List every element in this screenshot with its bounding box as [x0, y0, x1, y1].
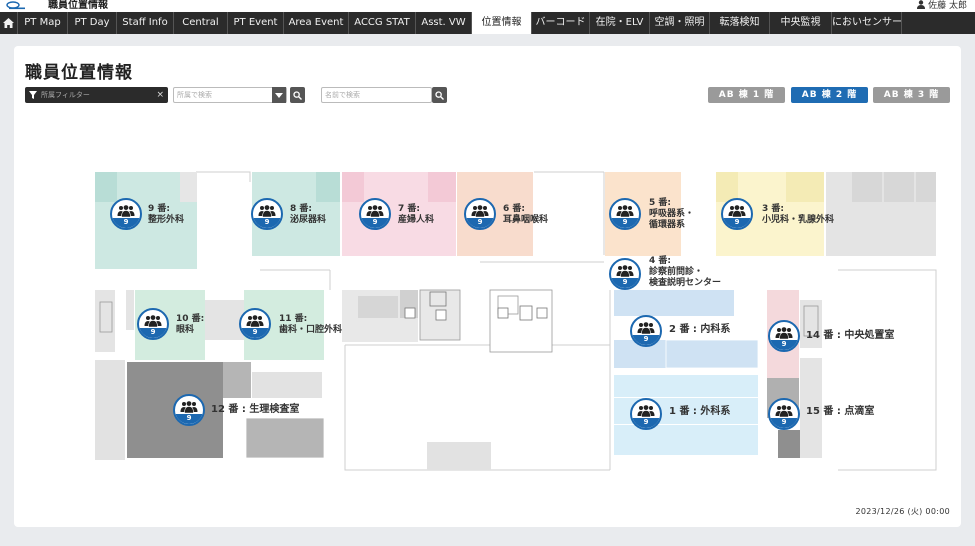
- building-floor-3-button[interactable]: AB 棟 3 階: [873, 87, 950, 103]
- name-search-button[interactable]: [432, 87, 447, 103]
- staff-count: 9: [139, 328, 167, 338]
- department-search-button[interactable]: [290, 87, 305, 103]
- nav-tab-11[interactable]: 空調・照明: [650, 12, 710, 34]
- staff-count: 9: [723, 218, 751, 228]
- building-floor-2-button[interactable]: AB 棟 2 階: [791, 87, 868, 103]
- chevron-down-icon[interactable]: [272, 87, 286, 103]
- staff-marker-1[interactable]: 9: [630, 398, 662, 430]
- staff-marker-4[interactable]: 9: [609, 258, 641, 290]
- staff-count: 9: [466, 218, 494, 228]
- staff-group-icon: 9: [251, 198, 283, 230]
- staff-marker-9[interactable]: 9: [110, 198, 142, 230]
- nav-tab-6[interactable]: ACCG STAT: [349, 12, 416, 34]
- timestamp: 2023/12/26 (火) 00:00: [855, 507, 950, 516]
- staff-group-icon: 9: [137, 308, 169, 340]
- staff-marker-7[interactable]: 9: [359, 198, 391, 230]
- department-search-select[interactable]: 所属で検索: [173, 87, 287, 103]
- nav-tab-4[interactable]: PT Event: [228, 12, 284, 34]
- filter-icon: [29, 91, 37, 99]
- name-search-input[interactable]: [321, 87, 432, 103]
- staff-group-icon: 9: [110, 198, 142, 230]
- staff-count: 9: [611, 278, 639, 288]
- staff-group-icon: 9: [630, 315, 662, 347]
- staff-group-icon: 9: [721, 198, 753, 230]
- nav-tab-14[interactable]: においセンサー: [832, 12, 902, 34]
- staff-count: 9: [611, 218, 639, 228]
- page-title: 職員位置情報: [25, 63, 133, 83]
- staff-marker-8[interactable]: 9: [251, 198, 283, 230]
- staff-count: 9: [632, 418, 660, 428]
- department-filter-label: 所属フィルター: [41, 91, 90, 99]
- staff-group-icon: 9: [239, 308, 271, 340]
- staff-marker-6[interactable]: 9: [464, 198, 496, 230]
- hospital-logo-icon: [6, 1, 25, 10]
- staff-group-icon: 9: [173, 394, 205, 426]
- staff-marker-3[interactable]: 9: [721, 198, 753, 230]
- staff-marker-12[interactable]: 9: [173, 394, 205, 426]
- staff-count: 9: [770, 418, 798, 428]
- main-panel: 職員位置情報 所属フィルター × 所属で検索 AB 棟 1 階 AB 棟 2 階…: [14, 46, 961, 527]
- nav-tab-8[interactable]: 位置情報: [472, 12, 532, 34]
- staff-group-icon: 9: [630, 398, 662, 430]
- staff-marker-10[interactable]: 9: [137, 308, 169, 340]
- user-name: 佐藤 太郎: [928, 1, 967, 11]
- staff-group-icon: 9: [609, 258, 641, 290]
- staff-group-icon: 9: [609, 198, 641, 230]
- user-icon: [917, 0, 926, 9]
- staff-marker-5[interactable]: 9: [609, 198, 641, 230]
- staff-count: 9: [361, 218, 389, 228]
- department-filter[interactable]: 所属フィルター ×: [25, 87, 168, 103]
- staff-count: 9: [770, 340, 798, 350]
- staff-count: 9: [632, 335, 660, 345]
- staff-count: 9: [112, 218, 140, 228]
- nav-tab-7[interactable]: Asst. VW: [416, 12, 472, 34]
- nav-tab-2[interactable]: Staff Info: [117, 12, 174, 34]
- staff-group-icon: 9: [464, 198, 496, 230]
- staff-marker-15[interactable]: 9: [768, 398, 800, 430]
- home-button[interactable]: [0, 12, 18, 34]
- nav-tab-10[interactable]: 在院・ELV: [590, 12, 650, 34]
- department-search-placeholder: 所属で検索: [177, 91, 212, 99]
- staff-count: 9: [241, 328, 269, 338]
- building-floor-1-button[interactable]: AB 棟 1 階: [708, 87, 785, 103]
- staff-marker-14[interactable]: 9: [768, 320, 800, 352]
- nav-tab-9[interactable]: バーコード: [532, 12, 590, 34]
- search-icon: [435, 90, 444, 100]
- nav-tab-12[interactable]: 転落検知: [710, 12, 770, 34]
- staff-group-icon: 9: [768, 398, 800, 430]
- nav-tab-3[interactable]: Central: [174, 12, 228, 34]
- clear-filter-button[interactable]: ×: [156, 90, 164, 100]
- staff-count: 9: [175, 414, 203, 424]
- home-icon: [3, 18, 14, 28]
- search-icon: [293, 90, 302, 100]
- title-bar: 職員位置情報 佐藤 太郎: [0, 0, 975, 12]
- staff-count: 9: [253, 218, 281, 228]
- app-title: 職員位置情報: [48, 0, 108, 11]
- staff-marker-11[interactable]: 9: [239, 308, 271, 340]
- current-user[interactable]: 佐藤 太郎: [917, 0, 967, 12]
- nav-tab-13[interactable]: 中央監視: [770, 12, 832, 34]
- nav-tab-0[interactable]: PT Map: [18, 12, 68, 34]
- staff-marker-2[interactable]: 9: [630, 315, 662, 347]
- staff-group-icon: 9: [359, 198, 391, 230]
- nav-tab-1[interactable]: PT Day: [68, 12, 117, 34]
- nav-tab-5[interactable]: Area Event: [284, 12, 349, 34]
- staff-group-icon: 9: [768, 320, 800, 352]
